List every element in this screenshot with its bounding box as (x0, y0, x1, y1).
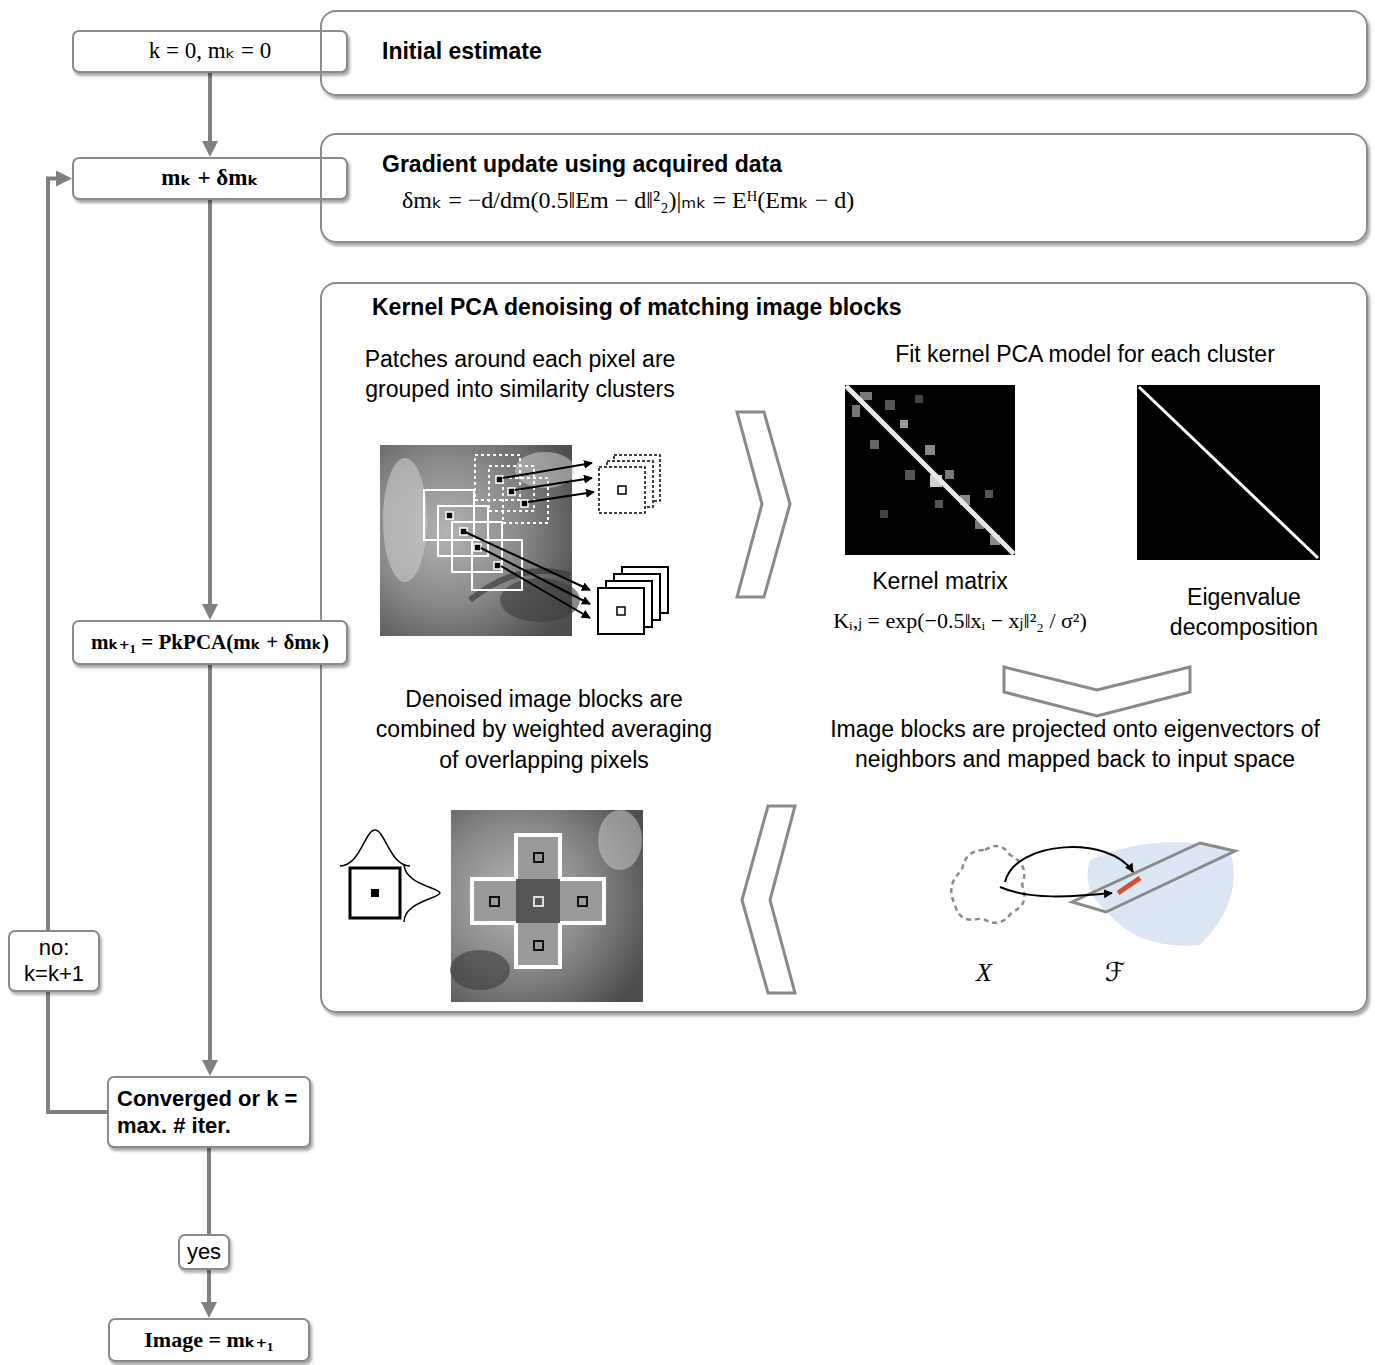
flow-arrow (208, 73, 212, 141)
panel-text: Denoised image blocks are combined by we… (364, 684, 724, 775)
block-cross (472, 835, 604, 967)
kernel-diagonal (846, 386, 1014, 554)
panel-heading: Kernel PCA denoising of matching image b… (372, 292, 902, 322)
decision-box: Converged or k = max. # iter. (107, 1076, 311, 1148)
box-text: mₖ + δmₖ (161, 164, 258, 193)
flow-arrow (207, 1148, 211, 1302)
kernel-cell (880, 510, 888, 518)
cluster-arrow (501, 566, 590, 618)
eigen-matrix (1137, 385, 1320, 560)
kernel-cell (925, 445, 935, 455)
pixel (534, 853, 543, 862)
mri-tissue (500, 578, 580, 622)
panel-text: Eigenvalue decomposition (1139, 582, 1349, 643)
mapping-arrow (1005, 847, 1133, 882)
pixel (508, 488, 515, 495)
flow-arrow (208, 665, 212, 1060)
step-chevron (737, 412, 790, 597)
panel-text: Patches around each pixel are grouped in… (320, 344, 720, 405)
box-text: k = 0, mₖ = 0 (149, 37, 272, 66)
process-box: mₖ + δmₖ (72, 157, 348, 200)
kernel-cell (915, 395, 923, 403)
mri-image (451, 810, 643, 1002)
box-text: Image = mₖ₊₁ (144, 1326, 273, 1354)
process-box: mₖ₊₁ = PkPCA(mₖ + δmₖ) (72, 620, 348, 665)
gaussian-curve (340, 830, 410, 866)
panel-text: ℱ (1095, 956, 1135, 990)
edge-label: yes (178, 1234, 230, 1270)
cluster-arrow (481, 548, 590, 604)
panel-heading: Gradient update using acquired data (382, 149, 782, 179)
pixel (474, 544, 481, 551)
output-box: Image = mₖ₊₁ (108, 1318, 310, 1362)
step-chevron (1004, 667, 1190, 716)
pixel (534, 941, 543, 950)
edge-label: no: k=k+1 (8, 930, 100, 993)
center-block (516, 879, 560, 923)
panel-text: Kernel matrix (830, 566, 1050, 596)
panel-text: δmₖ = −d/dm(0.5‖Em − d‖²₂)|ₘₖ = Eᴴ(Emₖ −… (402, 185, 854, 217)
pixel (494, 562, 501, 569)
kernel-matrix (845, 385, 1015, 555)
kernel-cell (900, 420, 908, 428)
mri-tissue (450, 950, 510, 990)
step-chevron (742, 806, 795, 993)
pixel (490, 897, 499, 906)
pixel (446, 512, 453, 519)
gaussian-curve (404, 864, 440, 922)
kernel-cell (885, 400, 895, 410)
panel-text: Image blocks are projected onto eigenvec… (795, 714, 1355, 775)
pixel (618, 486, 626, 494)
mri-tissue (383, 458, 427, 582)
panel-text: Fit kernel PCA model for each cluster (845, 339, 1325, 369)
pixel (496, 476, 503, 483)
patch (452, 522, 502, 572)
kernel-cell (852, 405, 860, 417)
kernel-cell (935, 500, 943, 508)
kernel-cell (945, 470, 954, 479)
mri-tissue (598, 810, 642, 870)
stage-panel: Initial estimate (320, 10, 1368, 96)
kernel-matrix (845, 385, 1015, 555)
panel-text: X (964, 956, 1004, 990)
stage-panel: Gradient update using acquired data δmₖ =… (320, 133, 1368, 243)
pixel (534, 897, 543, 906)
kernel-cell (905, 470, 915, 480)
pixel (521, 500, 528, 507)
panel-heading: Initial estimate (382, 36, 542, 66)
patch (475, 455, 520, 500)
patch-stack (598, 588, 644, 634)
start-box: k = 0, mₖ = 0 (72, 30, 348, 73)
stage-panel: Kernel PCA denoising of matching image b… (320, 282, 1368, 1013)
mapping-arrow (1000, 887, 1112, 896)
input-space-blob (951, 846, 1024, 923)
kernel-cell (870, 440, 879, 449)
subspace-plane (1072, 843, 1235, 912)
pixel (578, 897, 587, 906)
eigen-diagonal (1139, 387, 1318, 558)
kernel-cell (985, 490, 993, 498)
cluster-arrow (503, 463, 592, 478)
box-text: Converged or k = max. # iter. (117, 1085, 301, 1140)
flow-arrow (208, 200, 212, 604)
pixel (617, 607, 625, 615)
panel-text: Kᵢ,ⱼ = exp(−0.5‖xᵢ − xⱼ‖²₂ / σ²) (750, 606, 1170, 635)
projection (1118, 878, 1140, 893)
patch-stack (599, 467, 645, 513)
pixel (371, 889, 379, 897)
cluster-arrow (515, 478, 592, 490)
weight-window (350, 868, 400, 918)
mri-image (380, 445, 580, 636)
box-text: mₖ₊₁ = PkPCA(mₖ + δmₖ) (91, 629, 329, 655)
cluster-arrow (528, 492, 594, 502)
